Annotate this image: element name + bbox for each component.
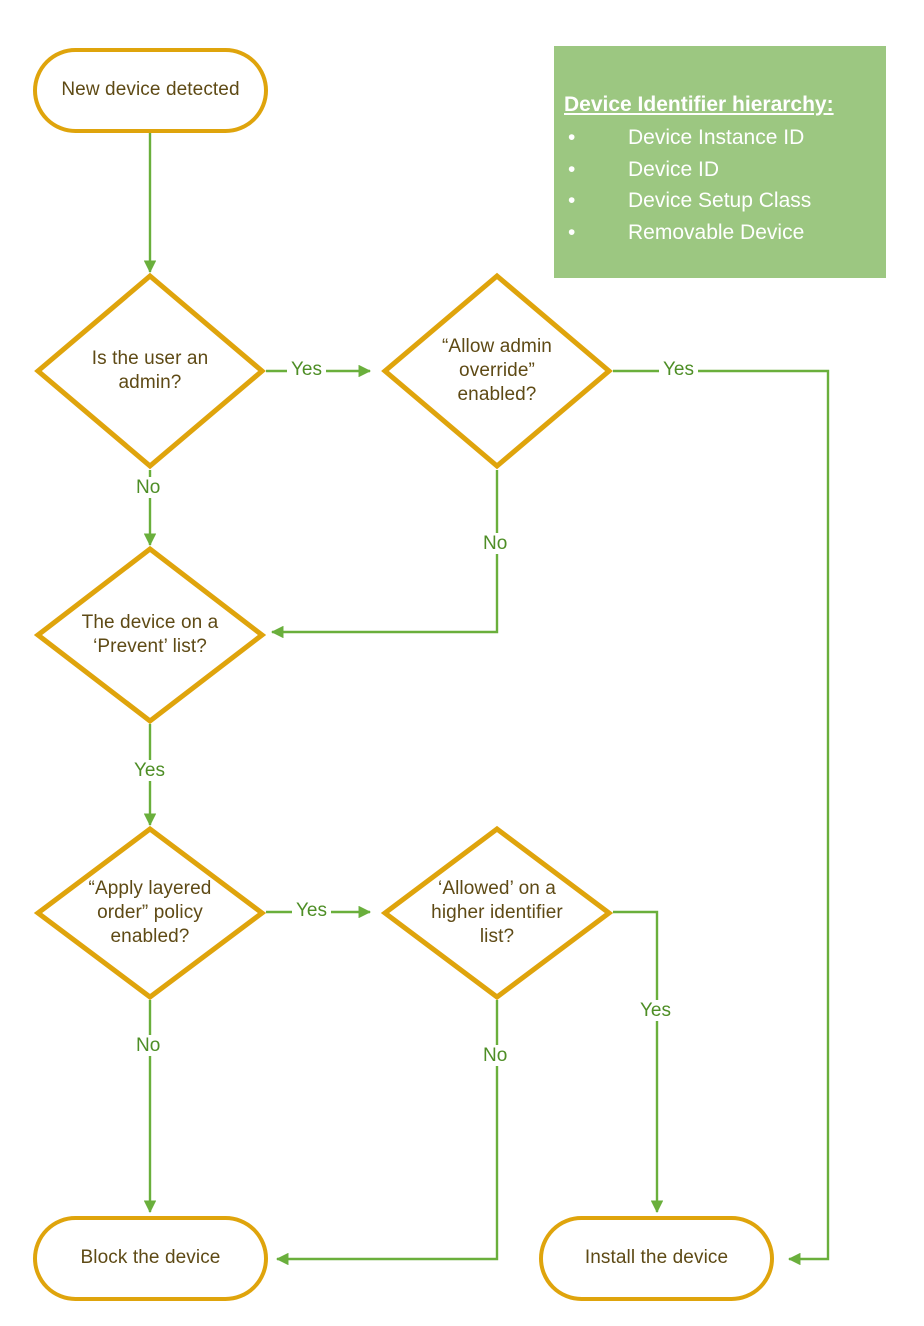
edge-d2-yes-to-install: [613, 369, 830, 1266]
node-label: The device on a ‘Prevent’ list?: [81, 611, 219, 657]
edge-label-d2-no: No: [479, 533, 512, 554]
edge-d5-no-to-block: [276, 1000, 499, 1266]
legend-device-identifier-hierarchy: Device Identifier hierarchy: • Device In…: [554, 46, 886, 278]
node-apply-layered-order[interactable]: “Apply layered order” policy enabled?: [34, 825, 266, 1001]
edge-label-d2-yes: Yes: [659, 359, 698, 380]
node-allowed-on-higher-identifier-list[interactable]: ‘Allowed’ on a higher identifier list?: [381, 825, 613, 1001]
edge-label-d1-no: No: [132, 477, 165, 498]
edge-label-d5-yes: Yes: [636, 1000, 675, 1021]
legend-item: • Removable Device: [564, 217, 886, 249]
node-block-the-device[interactable]: Block the device: [33, 1216, 268, 1301]
bullet-icon: •: [568, 126, 576, 150]
edge-label-d4-no: No: [132, 1035, 165, 1056]
bullet-icon: •: [568, 157, 576, 181]
legend-list: • Device Instance ID • Device ID • Devic…: [554, 122, 886, 248]
node-label: Block the device: [80, 1247, 221, 1269]
diamond-shape: [381, 272, 613, 470]
legend-item-label: Device ID: [628, 157, 720, 181]
legend-item: • Device ID: [564, 154, 886, 186]
diamond-shape: [34, 545, 266, 725]
node-label: “Allow admin override” enabled?: [442, 335, 552, 406]
node-label: New device detected: [61, 79, 240, 101]
edge-d5-yes-to-install: [613, 910, 664, 1213]
edge-label-d1-yes: Yes: [287, 359, 326, 380]
legend-item: • Device Setup Class: [564, 185, 886, 217]
node-label: ‘Allowed’ on a higher identifier list?: [431, 877, 563, 948]
node-device-on-prevent-list[interactable]: The device on a ‘Prevent’ list?: [34, 545, 266, 725]
diamond-shape: [381, 825, 613, 1001]
node-allow-admin-override[interactable]: “Allow admin override” enabled?: [381, 272, 613, 470]
legend-item-label: Device Setup Class: [628, 189, 812, 213]
legend-item-label: Removable Device: [628, 220, 805, 244]
node-label: Is the user an admin?: [91, 347, 209, 393]
edge-label-d4-yes: Yes: [292, 900, 331, 921]
edge-d2-no-to-d3: [271, 470, 499, 639]
legend-item: • Device Instance ID: [564, 122, 886, 154]
legend-title: Device Identifier hierarchy:: [564, 93, 834, 116]
diamond-shape: [34, 825, 266, 1001]
edge-label-d3-yes: Yes: [130, 760, 169, 781]
node-install-the-device[interactable]: Install the device: [539, 1216, 774, 1301]
bullet-icon: •: [568, 220, 576, 244]
diamond-shape: [34, 272, 266, 470]
legend-item-label: Device Instance ID: [628, 126, 805, 150]
bullet-icon: •: [568, 189, 576, 213]
node-new-device-detected[interactable]: New device detected: [33, 48, 268, 133]
node-is-user-admin[interactable]: Is the user an admin?: [34, 272, 266, 470]
node-label: “Apply layered order” policy enabled?: [88, 877, 212, 948]
node-label: Install the device: [584, 1247, 729, 1269]
edge-label-d5-no: No: [479, 1045, 512, 1066]
